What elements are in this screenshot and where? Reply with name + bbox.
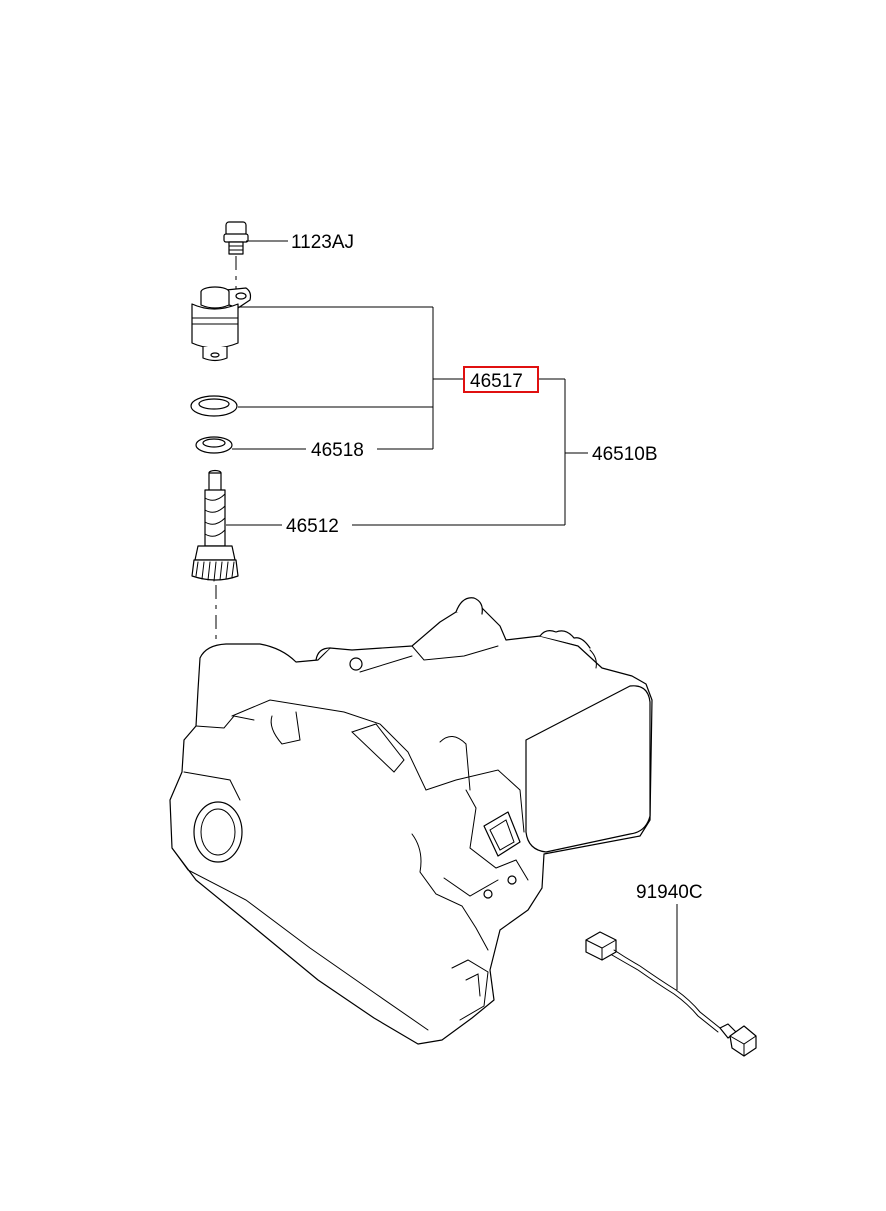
driven-gear-46512[interactable] bbox=[191, 469, 239, 582]
speed-sensor[interactable] bbox=[191, 286, 252, 362]
label-46517-highlight bbox=[463, 366, 539, 393]
label-46512[interactable]: 46512 bbox=[286, 516, 339, 537]
o-ring-46518[interactable] bbox=[195, 436, 233, 454]
label-91940c[interactable]: 91940C bbox=[636, 882, 703, 903]
transaxle-housing bbox=[169, 597, 653, 1045]
label-46510b[interactable]: 46510B bbox=[592, 444, 658, 465]
bolt-1123aj[interactable] bbox=[223, 221, 249, 255]
label-46518[interactable]: 46518 bbox=[311, 440, 364, 461]
wiring-harness-91940c[interactable] bbox=[585, 931, 757, 1057]
leader-lines bbox=[226, 306, 678, 990]
o-ring-large[interactable] bbox=[190, 395, 238, 417]
label-46517[interactable]: 46517 bbox=[470, 371, 523, 392]
label-1123aj[interactable]: 1123AJ bbox=[291, 232, 354, 253]
